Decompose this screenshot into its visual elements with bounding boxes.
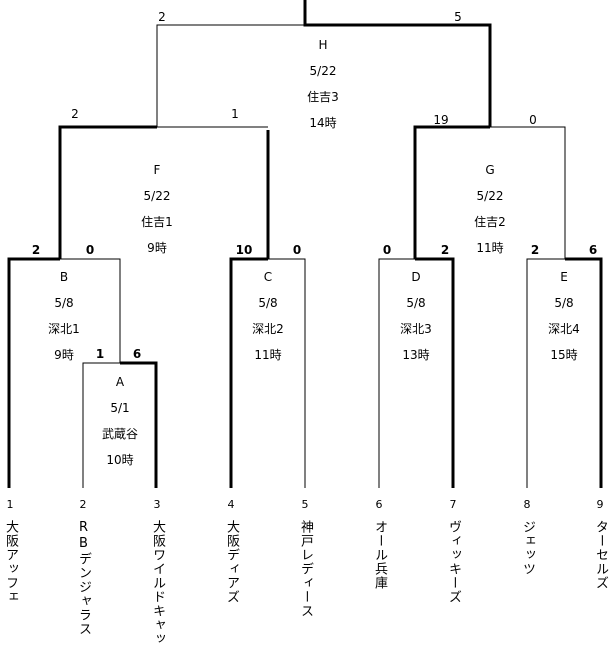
match-c-score-right: 0 bbox=[292, 243, 302, 257]
team-name: 大阪アッフェ bbox=[3, 520, 18, 604]
match-id: E bbox=[560, 270, 568, 284]
team-seed: 6 bbox=[375, 498, 383, 511]
match-a-info: A 5/1 武蔵谷 10時 bbox=[102, 369, 138, 473]
team-seed: 3 bbox=[153, 498, 161, 511]
match-time: 9時 bbox=[54, 348, 74, 362]
match-g-right-line bbox=[490, 126, 566, 259]
match-venue: 住吉3 bbox=[307, 90, 339, 104]
match-d-score-right: 2 bbox=[440, 243, 450, 257]
match-a-left-line bbox=[82, 362, 120, 488]
team-name: 神戸レディース bbox=[298, 520, 313, 618]
team-name: ターセルズ bbox=[593, 520, 608, 590]
match-g-score-left: 19 bbox=[433, 113, 449, 127]
match-date: 5/8 bbox=[406, 296, 426, 310]
match-time: 13時 bbox=[402, 348, 430, 362]
match-e-score-right: 6 bbox=[588, 243, 598, 257]
match-id: D bbox=[411, 270, 421, 284]
match-c-winner-path bbox=[229, 257, 268, 488]
match-venue: 深北3 bbox=[400, 322, 432, 336]
match-id: H bbox=[318, 38, 328, 52]
match-b-info: B 5/8 深北1 9時 bbox=[48, 264, 80, 368]
match-g-info: G 5/22 住吉2 11時 bbox=[474, 157, 506, 261]
match-a-score-left: 1 bbox=[95, 347, 105, 361]
match-date: 5/22 bbox=[476, 189, 504, 203]
team-seed: 1 bbox=[6, 498, 14, 511]
team-name: 大阪ディアズ bbox=[224, 520, 239, 604]
team-name: RBデンジャラス bbox=[76, 520, 91, 636]
match-c-info: C 5/8 深北2 11時 bbox=[252, 264, 284, 368]
match-f-score-left: 2 bbox=[71, 107, 79, 121]
match-venue: 深北4 bbox=[548, 322, 580, 336]
team-seed: 9 bbox=[596, 498, 604, 511]
match-id: C bbox=[263, 270, 273, 284]
match-time: 14時 bbox=[309, 116, 337, 130]
match-id: A bbox=[115, 375, 125, 389]
match-id: F bbox=[153, 163, 161, 177]
match-venue: 住吉2 bbox=[474, 215, 506, 229]
match-date: 5/8 bbox=[554, 296, 574, 310]
team-seed: 7 bbox=[449, 498, 457, 511]
match-c-right-line bbox=[268, 258, 306, 488]
team-name: ヴィッキーズ bbox=[446, 520, 461, 604]
match-id: B bbox=[59, 270, 69, 284]
match-venue: 深北1 bbox=[48, 322, 80, 336]
match-a-winner-path bbox=[120, 361, 158, 488]
team-seed: 2 bbox=[79, 498, 87, 511]
team-name: ジェッツ bbox=[520, 520, 535, 576]
match-c-score-left: 10 bbox=[235, 243, 253, 257]
match-b-winner-path bbox=[7, 257, 60, 488]
team-seed: 4 bbox=[227, 498, 235, 511]
match-d-winner-path bbox=[415, 257, 455, 488]
match-e-info: E 5/8 深北4 15時 bbox=[548, 264, 580, 368]
match-d-score-left: 0 bbox=[382, 243, 392, 257]
match-b-score-right: 0 bbox=[85, 243, 95, 257]
team-name: 大阪ワイルドキャッ bbox=[150, 520, 165, 646]
match-d-info: D 5/8 深北3 13時 bbox=[400, 264, 432, 368]
match-time: 11時 bbox=[476, 241, 504, 255]
match-f-score-right: 1 bbox=[231, 107, 239, 121]
match-g-winner-path bbox=[413, 125, 490, 259]
match-b-score-left: 2 bbox=[31, 243, 41, 257]
match-time: 10時 bbox=[106, 453, 134, 467]
match-e-winner-path bbox=[565, 257, 603, 488]
match-date: 5/22 bbox=[143, 189, 171, 203]
champion-path bbox=[303, 0, 492, 127]
match-a-score-right: 6 bbox=[132, 347, 142, 361]
team-seed: 5 bbox=[301, 498, 309, 511]
team-name: オール兵庫 bbox=[372, 520, 387, 590]
match-date: 5/8 bbox=[258, 296, 278, 310]
match-venue: 武蔵谷 bbox=[101, 427, 139, 441]
match-h-score-right: 5 bbox=[454, 10, 462, 24]
match-h-score-left: 2 bbox=[158, 10, 166, 24]
match-h-left-line bbox=[156, 24, 305, 127]
match-time: 11時 bbox=[254, 348, 282, 362]
match-f-winner-path bbox=[58, 125, 157, 259]
match-time: 15時 bbox=[550, 348, 578, 362]
match-date: 5/1 bbox=[110, 401, 130, 415]
match-venue: 住吉1 bbox=[141, 215, 173, 229]
match-date: 5/22 bbox=[309, 64, 337, 78]
match-venue: 深北2 bbox=[252, 322, 284, 336]
team-seed: 8 bbox=[523, 498, 531, 511]
match-h-info: H 5/22 住吉3 14時 bbox=[307, 32, 339, 136]
match-f-info: F 5/22 住吉1 9時 bbox=[141, 157, 173, 261]
match-d-left-line bbox=[378, 258, 415, 488]
match-e-left-line bbox=[526, 258, 565, 488]
match-date: 5/8 bbox=[54, 296, 74, 310]
match-e-score-left: 2 bbox=[530, 243, 540, 257]
match-g-score-right: 0 bbox=[529, 113, 537, 127]
match-b-right-line bbox=[60, 258, 121, 363]
match-id: G bbox=[485, 163, 495, 177]
match-time: 9時 bbox=[147, 241, 167, 255]
